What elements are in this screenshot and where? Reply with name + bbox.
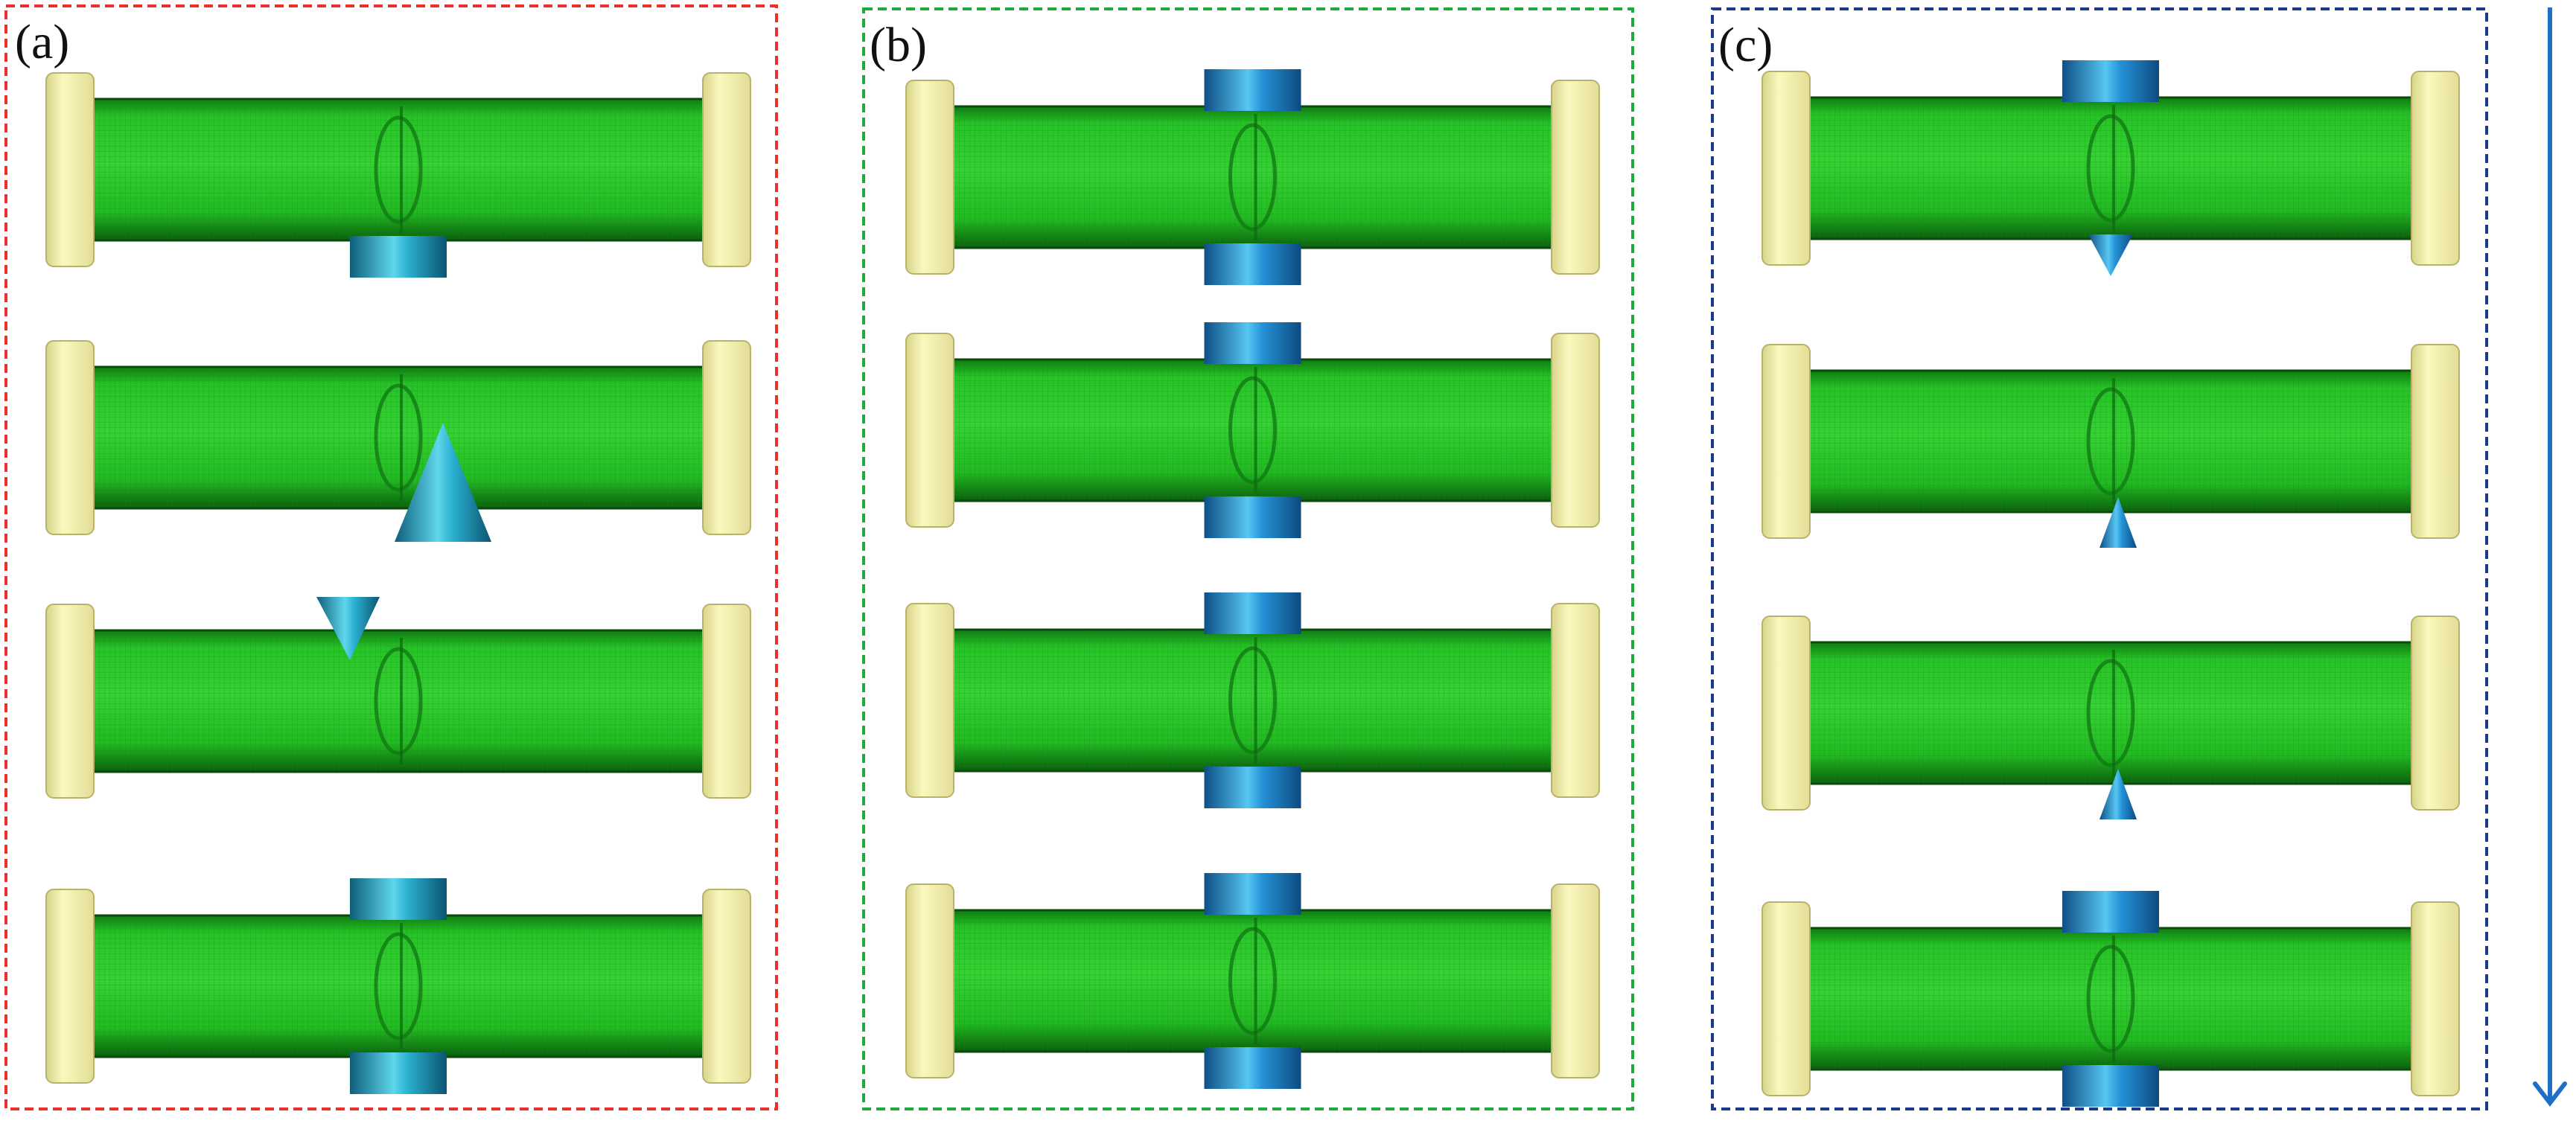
end-cap-left <box>905 603 954 798</box>
wedge-indenter-bottom <box>2088 234 2133 276</box>
dent-mark <box>374 383 423 492</box>
dent-mark <box>1228 376 1277 485</box>
small-cone-indenter <box>2100 769 2137 819</box>
cone-indenter-top <box>316 597 380 660</box>
pipe-mesh <box>1805 928 2416 1070</box>
end-cap-left <box>905 333 954 528</box>
pipe-model-row <box>1762 891 2460 1107</box>
panel-b: (b) <box>862 7 1634 1110</box>
pipe-model-row <box>905 69 1600 285</box>
pipe-model-row <box>1762 616 2460 819</box>
pipe-mesh <box>949 359 1556 501</box>
flat-punch-top <box>350 878 447 920</box>
end-cap-right <box>702 604 751 799</box>
panel-label: (b) <box>870 18 927 72</box>
pipe-model-row <box>905 873 1600 1089</box>
pipe-mesh <box>1805 98 2416 239</box>
end-cap-right <box>1551 603 1600 798</box>
flat-punch-top <box>1204 592 1301 634</box>
flat-punch-top <box>2062 891 2159 933</box>
dent-mark <box>1228 927 1277 1035</box>
end-cap-left <box>45 340 95 535</box>
pipe-model-row <box>905 322 1600 538</box>
flat-punch-top <box>1204 322 1301 364</box>
end-cap-right <box>2411 616 2460 811</box>
end-cap-left <box>905 80 954 275</box>
pipe-model-row <box>45 72 751 278</box>
end-cap-left <box>1762 344 1811 539</box>
flat-punch-top <box>2062 60 2159 102</box>
panel-border <box>1711 7 2488 1110</box>
pipe-mesh <box>1805 642 2416 784</box>
pipe-mesh <box>89 367 707 508</box>
small-cone-indenter <box>2100 497 2137 548</box>
flat-punch-bottom <box>1204 767 1301 808</box>
flat-punch-bottom <box>350 1052 447 1094</box>
end-cap-left <box>1762 71 1811 266</box>
pipe-model-row <box>45 340 751 542</box>
pipe-mesh <box>89 99 707 240</box>
end-cap-right <box>1551 80 1600 275</box>
end-cap-left <box>1762 901 1811 1096</box>
cone-indenter-bottom <box>395 423 491 542</box>
flat-punch-top <box>1204 69 1301 111</box>
dent-mark <box>2086 659 2135 767</box>
dent-mark <box>374 647 423 755</box>
panel-label: (a) <box>15 15 69 69</box>
pipe-mesh <box>89 630 707 772</box>
pipe-mesh <box>949 630 1556 771</box>
dent-mark <box>1228 123 1277 231</box>
end-cap-left <box>905 883 954 1078</box>
end-cap-left <box>45 604 95 799</box>
flat-punch-bottom <box>350 236 447 278</box>
direction-arrow <box>2533 7 2567 1107</box>
panel-c: (c) <box>1711 7 2488 1110</box>
dent-mark <box>2086 387 2135 496</box>
end-cap-left <box>45 889 95 1084</box>
arrow-down-icon <box>2533 1081 2567 1107</box>
flat-punch-bottom <box>1204 243 1301 285</box>
flat-punch-top <box>1204 873 1301 915</box>
end-cap-right <box>2411 344 2460 539</box>
dent-mark <box>2086 944 2135 1053</box>
end-cap-right <box>1551 883 1600 1078</box>
panel-a: (a) <box>4 4 778 1110</box>
end-cap-right <box>2411 71 2460 266</box>
dent-mark <box>2086 114 2135 223</box>
pipe-model-row <box>1762 60 2460 276</box>
end-cap-right <box>702 340 751 535</box>
end-cap-right <box>1551 333 1600 528</box>
pipe-model-row <box>45 597 751 799</box>
pipe-mesh <box>89 915 707 1057</box>
pipe-mesh <box>949 910 1556 1052</box>
end-cap-right <box>2411 901 2460 1096</box>
panel-label: (c) <box>1718 18 1773 72</box>
end-cap-right <box>702 889 751 1084</box>
pipe-model-row <box>1762 344 2460 548</box>
end-cap-left <box>45 72 95 267</box>
flat-punch-bottom <box>1204 1047 1301 1089</box>
pipe-model-row <box>905 592 1600 808</box>
dent-mark <box>374 932 423 1040</box>
panel-border <box>4 4 778 1110</box>
flat-punch-bottom <box>2062 1065 2159 1107</box>
pipe-model-row <box>45 878 751 1094</box>
dent-mark <box>1228 646 1277 755</box>
end-cap-right <box>702 72 751 267</box>
end-cap-left <box>1762 616 1811 811</box>
flat-punch-bottom <box>1204 496 1301 538</box>
pipe-mesh <box>1805 371 2416 512</box>
dent-mark <box>374 115 423 224</box>
panel-border <box>862 7 1634 1110</box>
pipe-mesh <box>949 106 1556 248</box>
